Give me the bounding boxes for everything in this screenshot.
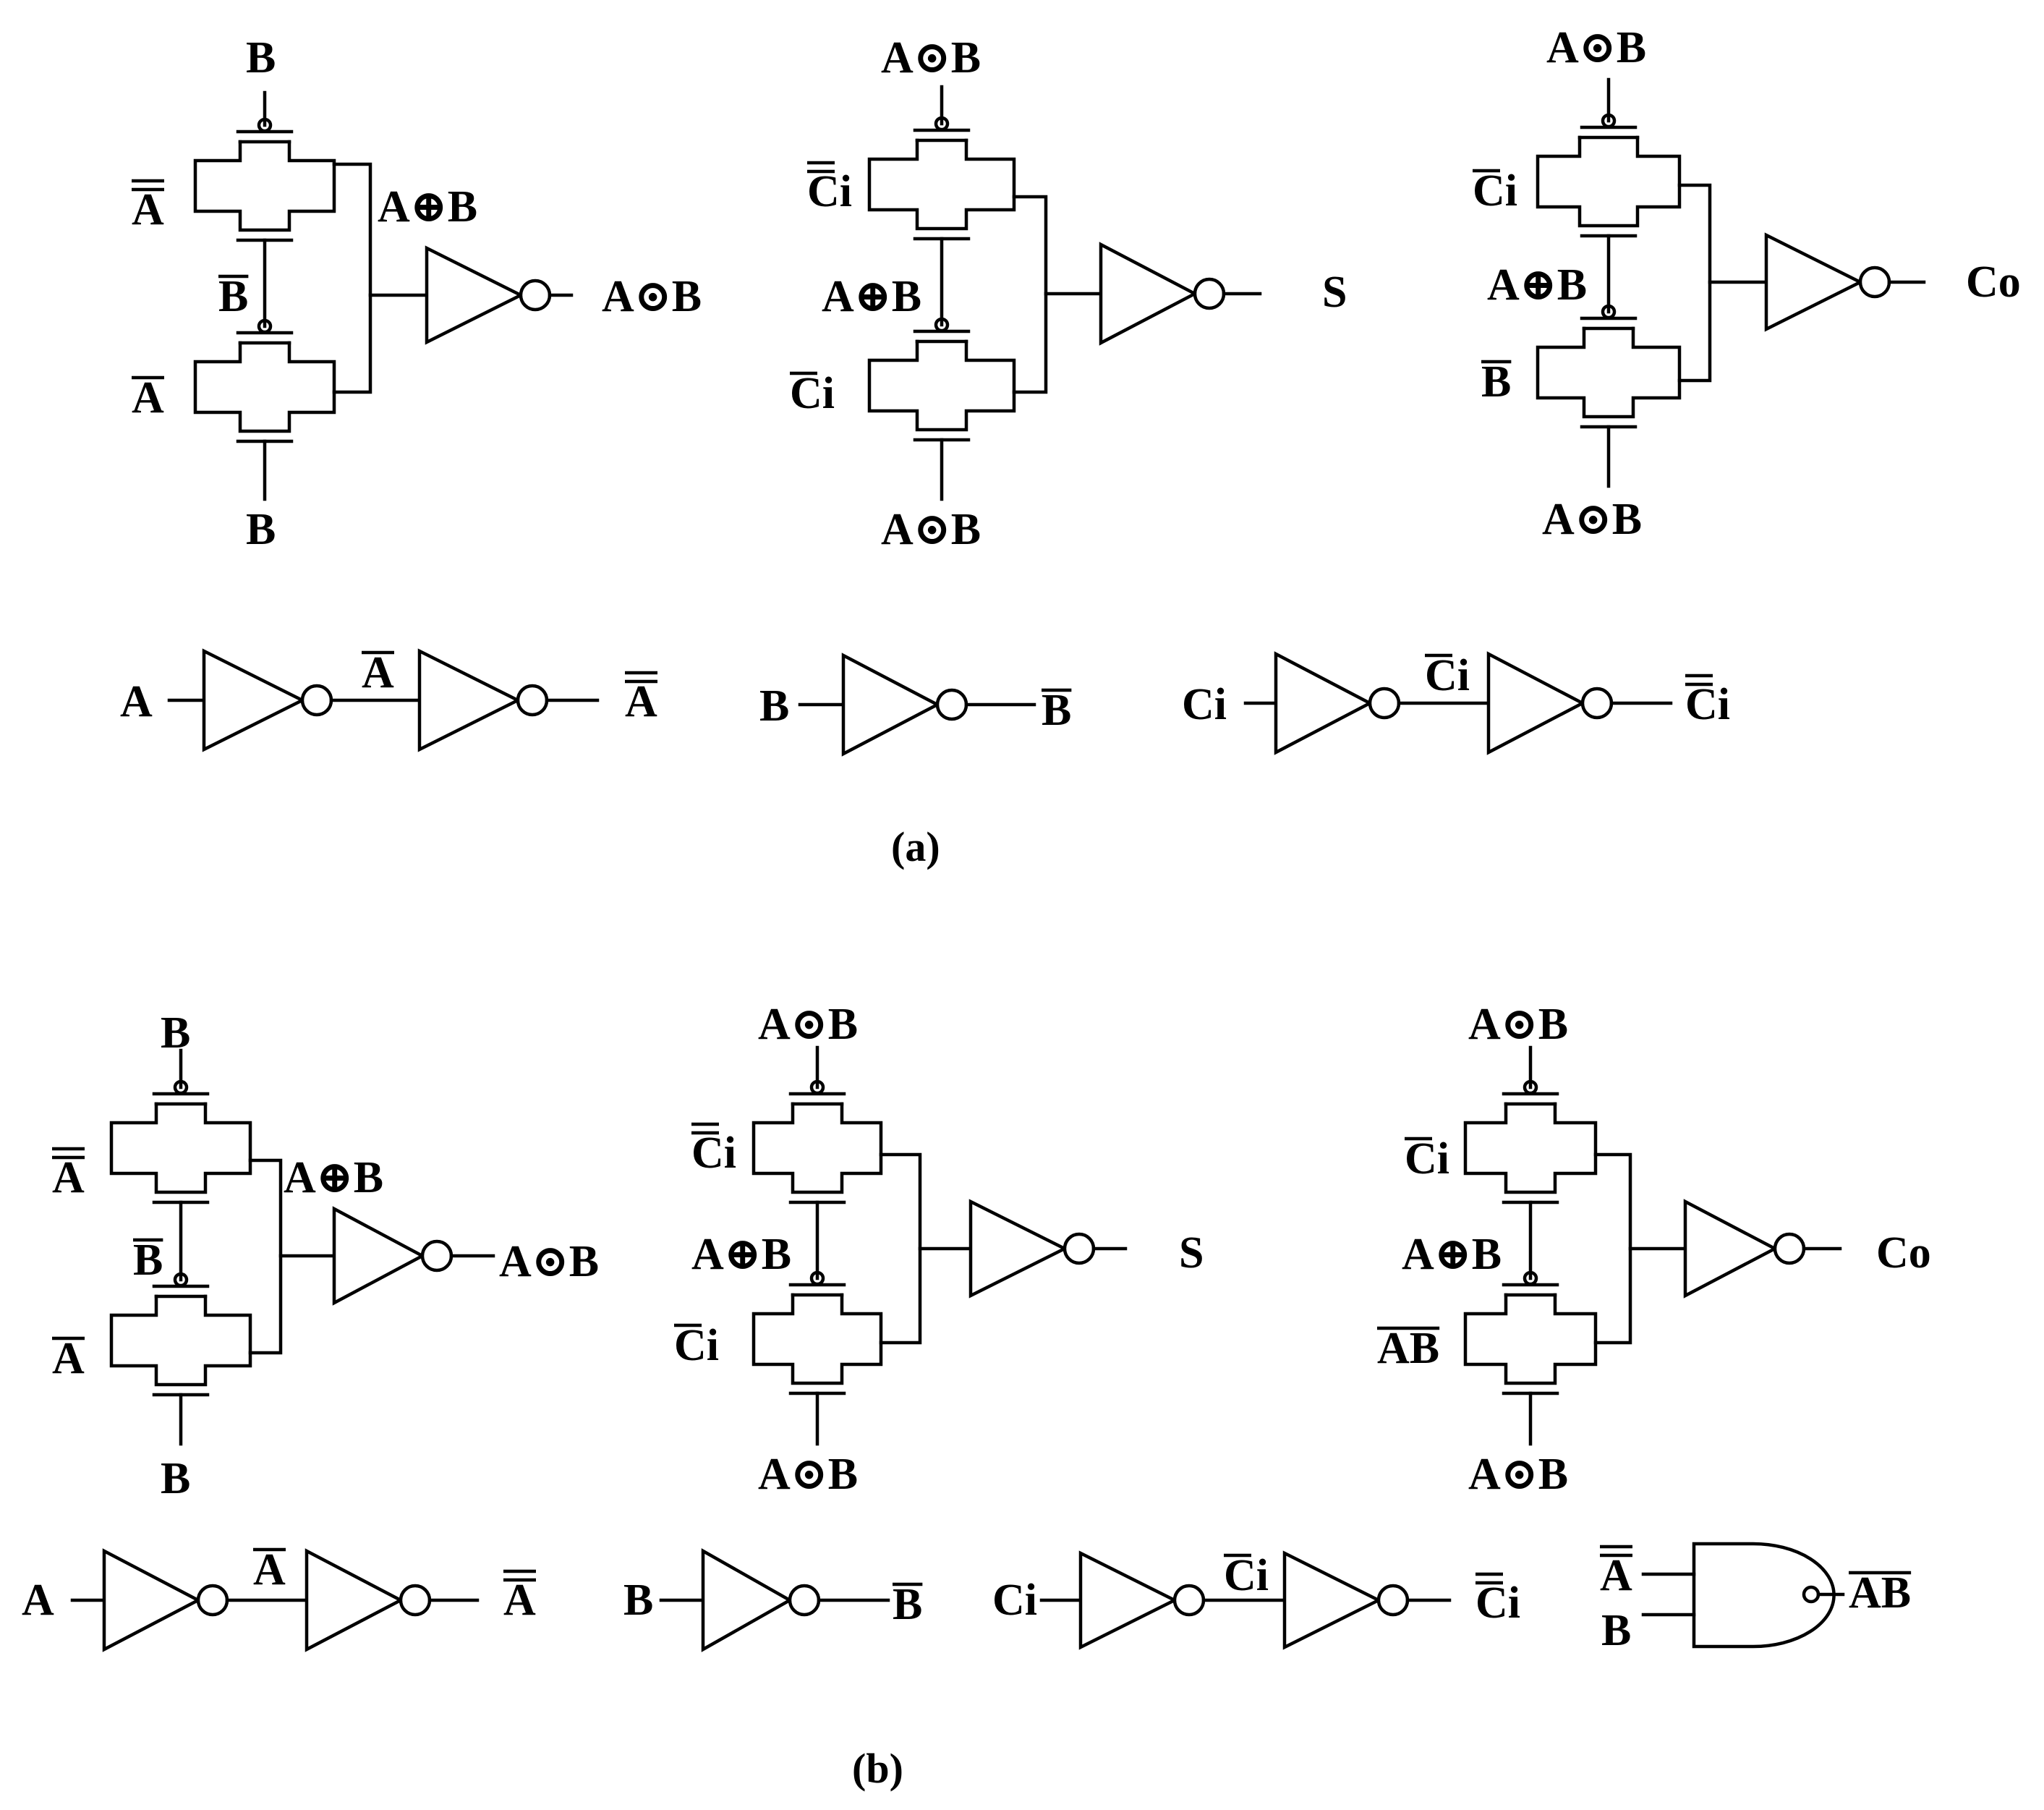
label-xnor: A⊙B [1468, 1450, 1568, 1499]
caption-a: (a) [891, 823, 940, 870]
output-bus [248, 1158, 283, 1355]
label-xnor: A⊙B [758, 1000, 858, 1049]
tgate-b2-bottom [751, 1270, 883, 1395]
label-b: B [246, 505, 276, 554]
tgate-b3-top [1463, 1079, 1598, 1204]
output-bus [1012, 195, 1048, 394]
tgate-b1-top [109, 1079, 252, 1204]
label-ci-bar: Ci [1425, 651, 1470, 700]
tgate-a2-bottom [867, 317, 1016, 442]
label-sum: S [1179, 1228, 1204, 1278]
label-ci-bar: Ci [674, 1321, 719, 1370]
label-b: B [161, 1008, 190, 1058]
label-b: B [623, 1576, 653, 1625]
label-ci: Ci [992, 1576, 1037, 1625]
label-a-double-bar: A [132, 185, 164, 234]
label-a-double-bar: A [1600, 1551, 1632, 1600]
label-a-double-bar: A [503, 1576, 536, 1625]
inverter-a-in1 [202, 648, 333, 752]
inverter-a3 [1764, 232, 1891, 332]
inverter-b3 [1683, 1199, 1806, 1299]
label-xor: A⊕B [822, 272, 921, 321]
output-bus [879, 1152, 922, 1345]
label-a-bar: A [362, 648, 394, 697]
label-xnor: A⊙B [1546, 23, 1646, 72]
output-bus [1593, 1152, 1632, 1345]
label-ci-bar: Ci [790, 369, 835, 418]
inverter-a-in2 [417, 648, 549, 752]
label-b-bar: B [1042, 686, 1071, 735]
label-b-bar: B [1481, 357, 1511, 407]
label-a-bar: A [253, 1545, 286, 1594]
inverter-ci-in2 [1486, 651, 1614, 755]
label-b: B [161, 1454, 190, 1503]
inverter-b-ci2 [1282, 1550, 1410, 1650]
inverter-b-b [701, 1548, 821, 1652]
tgate-b2-top [751, 1079, 883, 1204]
label-ab-bar: AB [1849, 1568, 1911, 1618]
circuit-labels: BABABA⊕BA⊙BA⊙BCiA⊕BCiA⊙BSA⊙BCiA⊕BBA⊙BCoA… [22, 23, 2021, 1792]
label-ci-double-bar: Ci [1475, 1579, 1520, 1628]
tgate-a3-top [1536, 113, 1682, 238]
label-a-double-bar: A [52, 1153, 85, 1202]
label-xnor: A⊙B [881, 33, 981, 82]
label-xor: A⊕B [1402, 1230, 1502, 1279]
label-xor: A⊕B [378, 182, 477, 231]
inverter-b2 [968, 1199, 1096, 1299]
inverter-b-a1 [102, 1548, 229, 1652]
label-xnor: A⊙B [1542, 495, 1642, 544]
label-ci: Ci [1182, 680, 1227, 729]
tgate-a2-top [867, 116, 1016, 241]
label-xor: A⊕B [1487, 260, 1587, 310]
label-sum: S [1322, 268, 1347, 317]
label-ab-bar: AB [1377, 1324, 1439, 1373]
label-ci-double-bar: Ci [807, 167, 852, 216]
circuit-wires [70, 77, 1926, 1652]
nand-gate [1692, 1542, 1836, 1649]
caption-b: (b) [852, 1745, 903, 1792]
tgate-a3-bottom [1536, 304, 1682, 429]
label-xor: A⊕B [284, 1153, 383, 1202]
label-a-bar: A [132, 373, 164, 422]
label-ci-double-bar: Ci [1685, 680, 1730, 729]
label-a: A [120, 677, 153, 726]
label-b-bar: B [133, 1236, 163, 1285]
inverter-a2 [1099, 242, 1226, 346]
label-xnor: A⊙B [1468, 1000, 1568, 1049]
tgate-a1-bottom [193, 318, 336, 443]
label-a-double-bar: A [625, 677, 657, 726]
label-a-bar: A [52, 1334, 85, 1383]
label-xnor: A⊙B [758, 1450, 858, 1499]
label-carry: Co [1966, 258, 2021, 307]
label-b-bar: B [218, 272, 248, 321]
label-ci-bar: Ci [1405, 1134, 1449, 1184]
tgate-a1-top [193, 117, 336, 242]
label-b: B [1601, 1606, 1631, 1655]
inverter-b-a2 [305, 1548, 432, 1652]
label-b: B [246, 33, 276, 82]
tgate-b1-bottom [109, 1272, 252, 1397]
inverter-b1 [332, 1206, 453, 1306]
tgate-b3-bottom [1463, 1270, 1598, 1395]
label-ci-bar: Ci [1473, 166, 1517, 216]
inverter-ci-in1 [1274, 651, 1401, 755]
label-ci-double-bar: Ci [691, 1129, 736, 1178]
output-bus [1677, 183, 1712, 383]
inverter-a1 [425, 245, 552, 345]
inverter-b-ci1 [1078, 1550, 1206, 1650]
label-xnor: A⊙B [602, 272, 702, 321]
label-xor: A⊕B [691, 1230, 791, 1279]
inverter-b-in [841, 653, 968, 757]
label-xnor: A⊙B [499, 1237, 599, 1286]
label-b-bar: B [893, 1580, 922, 1629]
output-bus [332, 162, 372, 394]
label-b: B [759, 681, 789, 731]
label-a: A [22, 1576, 54, 1625]
label-xnor: A⊙B [881, 505, 981, 554]
label-ci-bar: Ci [1224, 1551, 1269, 1600]
label-carry: Co [1876, 1228, 1931, 1278]
